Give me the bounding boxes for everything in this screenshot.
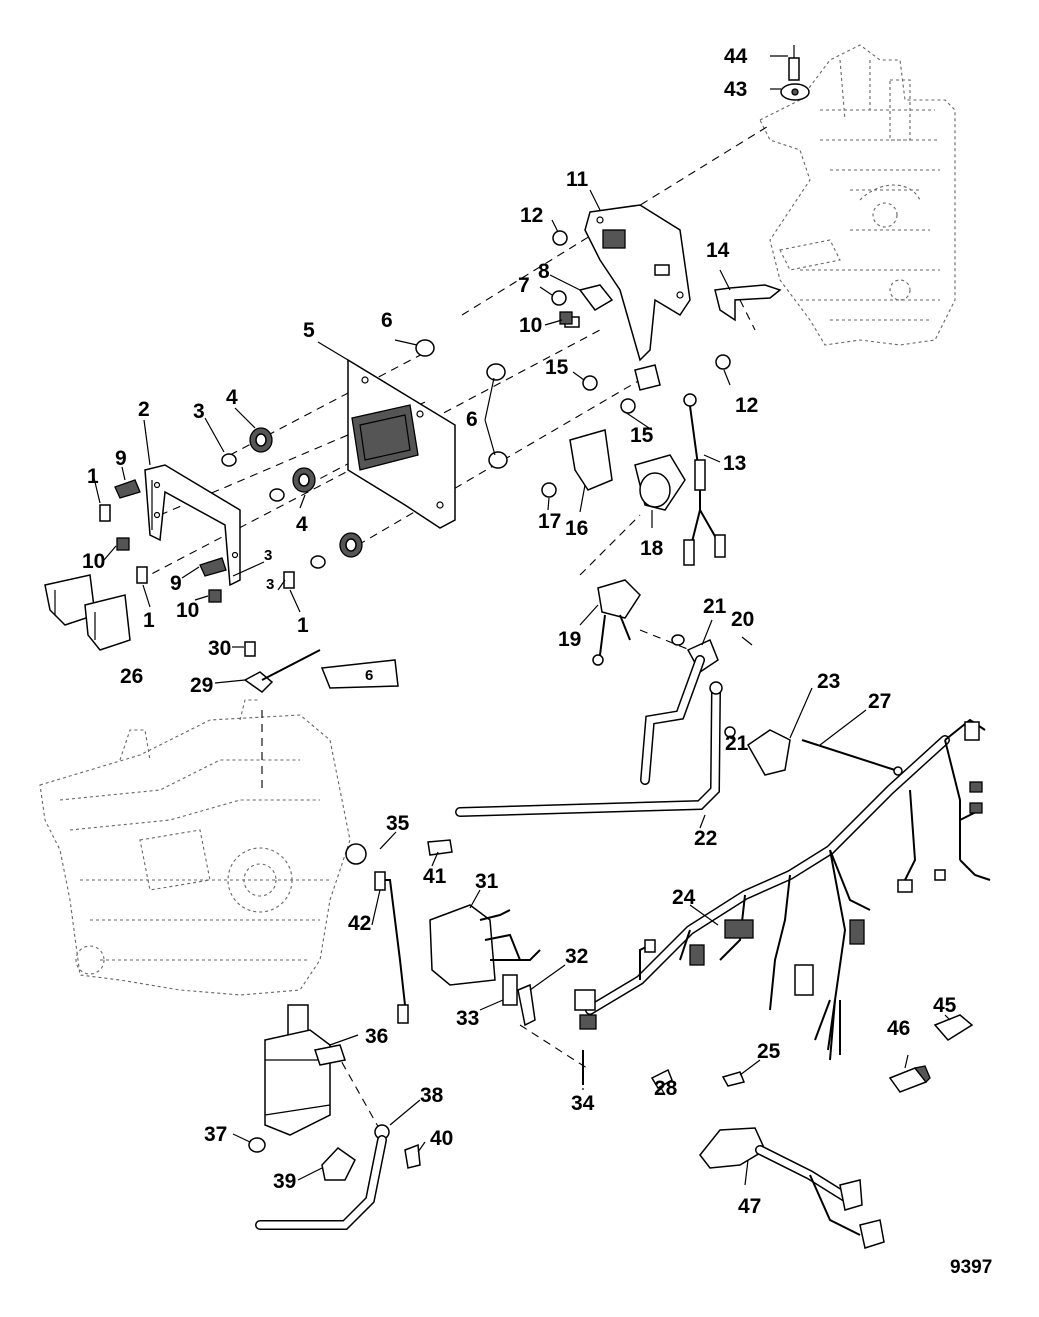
tab-near-15 (634, 364, 661, 391)
callout-39: 39 (273, 1170, 296, 1193)
ecm-module-5 (347, 358, 456, 529)
bracket-11 (584, 204, 691, 362)
bracket-2 (144, 464, 241, 587)
bracket-14 (714, 284, 782, 322)
callout-12-right: 12 (735, 394, 758, 417)
callout-9-low: 9 (170, 572, 182, 595)
callout-41: 41 (423, 865, 447, 888)
clip-8 (578, 284, 614, 311)
callout-12-top: 12 (520, 204, 543, 227)
callout-2: 2 (138, 398, 150, 421)
callout-45: 45 (933, 994, 957, 1017)
callout-11: 11 (566, 168, 589, 191)
parts-25-28 (650, 1068, 746, 1090)
callout-28: 28 (654, 1077, 678, 1100)
callout-34: 34 (571, 1092, 595, 1115)
callout-40: 40 (430, 1127, 453, 1150)
sensor-harness-13 (683, 393, 726, 566)
callout-47: 47 (738, 1195, 761, 1218)
coil-18 (634, 454, 686, 511)
callout-15-low: 15 (630, 424, 654, 447)
sensor-29-screw-30-tube: 6 (243, 641, 399, 693)
callout-3-top: 3 (193, 400, 205, 423)
callout-29: 29 (190, 674, 213, 697)
callout-19: 19 (558, 628, 581, 651)
parts-31-34 (429, 904, 584, 1085)
callout-13: 13 (723, 452, 746, 475)
screw-44-clamp-43 (780, 45, 810, 101)
callout-3-low: 3 (266, 576, 274, 593)
callout-27: 27 (868, 690, 891, 713)
callout-17: 17 (538, 510, 561, 533)
callout-30: 30 (208, 637, 231, 660)
callout-4-mid: 4 (296, 513, 308, 536)
boot-23 (747, 729, 791, 776)
callout-10-low: 10 (176, 599, 199, 622)
rectifier-19 (592, 579, 641, 666)
callout-10-top: 10 (519, 314, 542, 337)
callout-46: 46 (887, 1017, 910, 1040)
callout-1-right: 1 (297, 614, 309, 637)
callout-24: 24 (672, 886, 696, 909)
callout-33: 33 (456, 1007, 479, 1030)
callout-labels: 44 43 11 12 14 8 7 10 6 5 15 12 15 13 6 … (82, 45, 957, 1218)
harness-47 (699, 1127, 885, 1249)
callout-21-top: 21 (703, 595, 727, 618)
callout-42: 42 (348, 912, 371, 935)
tube-label: 6 (365, 667, 373, 684)
callout-15-mid: 15 (545, 356, 569, 379)
powerhead-lower-ghost (39, 699, 367, 996)
callout-26: 26 (120, 665, 143, 688)
cable-22 (455, 681, 723, 817)
grommets-washers (221, 339, 508, 569)
cable-20-nut-21 (640, 634, 736, 785)
callout-8: 8 (538, 260, 550, 283)
figure-number: 9397 (950, 1257, 992, 1278)
sensors-41-42 (374, 839, 453, 1024)
callout-14: 14 (706, 239, 730, 262)
callout-32: 32 (565, 945, 588, 968)
leader-lines (93, 55, 951, 1186)
callout-38: 38 (420, 1084, 444, 1107)
callout-31: 31 (475, 870, 499, 893)
callout-37: 37 (204, 1123, 227, 1146)
callout-43: 43 (724, 78, 747, 101)
tie-strap-27 (801, 739, 903, 776)
callout-1-left: 1 (143, 609, 155, 632)
powerhead-upper-ghost (759, 44, 956, 346)
connector-covers-26 (44, 574, 131, 651)
clips-9-10-screws-1 (99, 311, 573, 603)
callout-1-top: 1 (87, 465, 99, 488)
callout-10-left: 10 (82, 550, 105, 573)
bracket-16 (569, 429, 613, 491)
callout-16: 16 (565, 517, 588, 540)
callout-6-mid: 6 (466, 408, 478, 431)
connectors-45-46 (888, 1014, 974, 1093)
callout-22: 22 (694, 827, 717, 850)
callout-36: 36 (365, 1025, 388, 1048)
callout-7: 7 (518, 274, 530, 297)
assembly-lines (139, 124, 771, 1131)
callout-5: 5 (303, 319, 315, 342)
wire-harness-24 (574, 718, 991, 1061)
callout-23: 23 (817, 670, 840, 693)
callout-21-low: 21 (725, 732, 749, 755)
callout-35: 35 (386, 812, 410, 835)
callout-3-mid: 3 (264, 547, 272, 564)
callout-18: 18 (640, 537, 664, 560)
cable-38-clip-39-screw-40 (255, 1124, 421, 1230)
callout-4-top: 4 (226, 386, 238, 409)
callout-9-top: 9 (115, 447, 127, 470)
starter-motor-36 (248, 1004, 346, 1153)
callout-6-top: 6 (381, 309, 393, 332)
callout-44: 44 (724, 45, 748, 68)
callout-20: 20 (731, 608, 754, 631)
callout-25: 25 (757, 1040, 781, 1063)
